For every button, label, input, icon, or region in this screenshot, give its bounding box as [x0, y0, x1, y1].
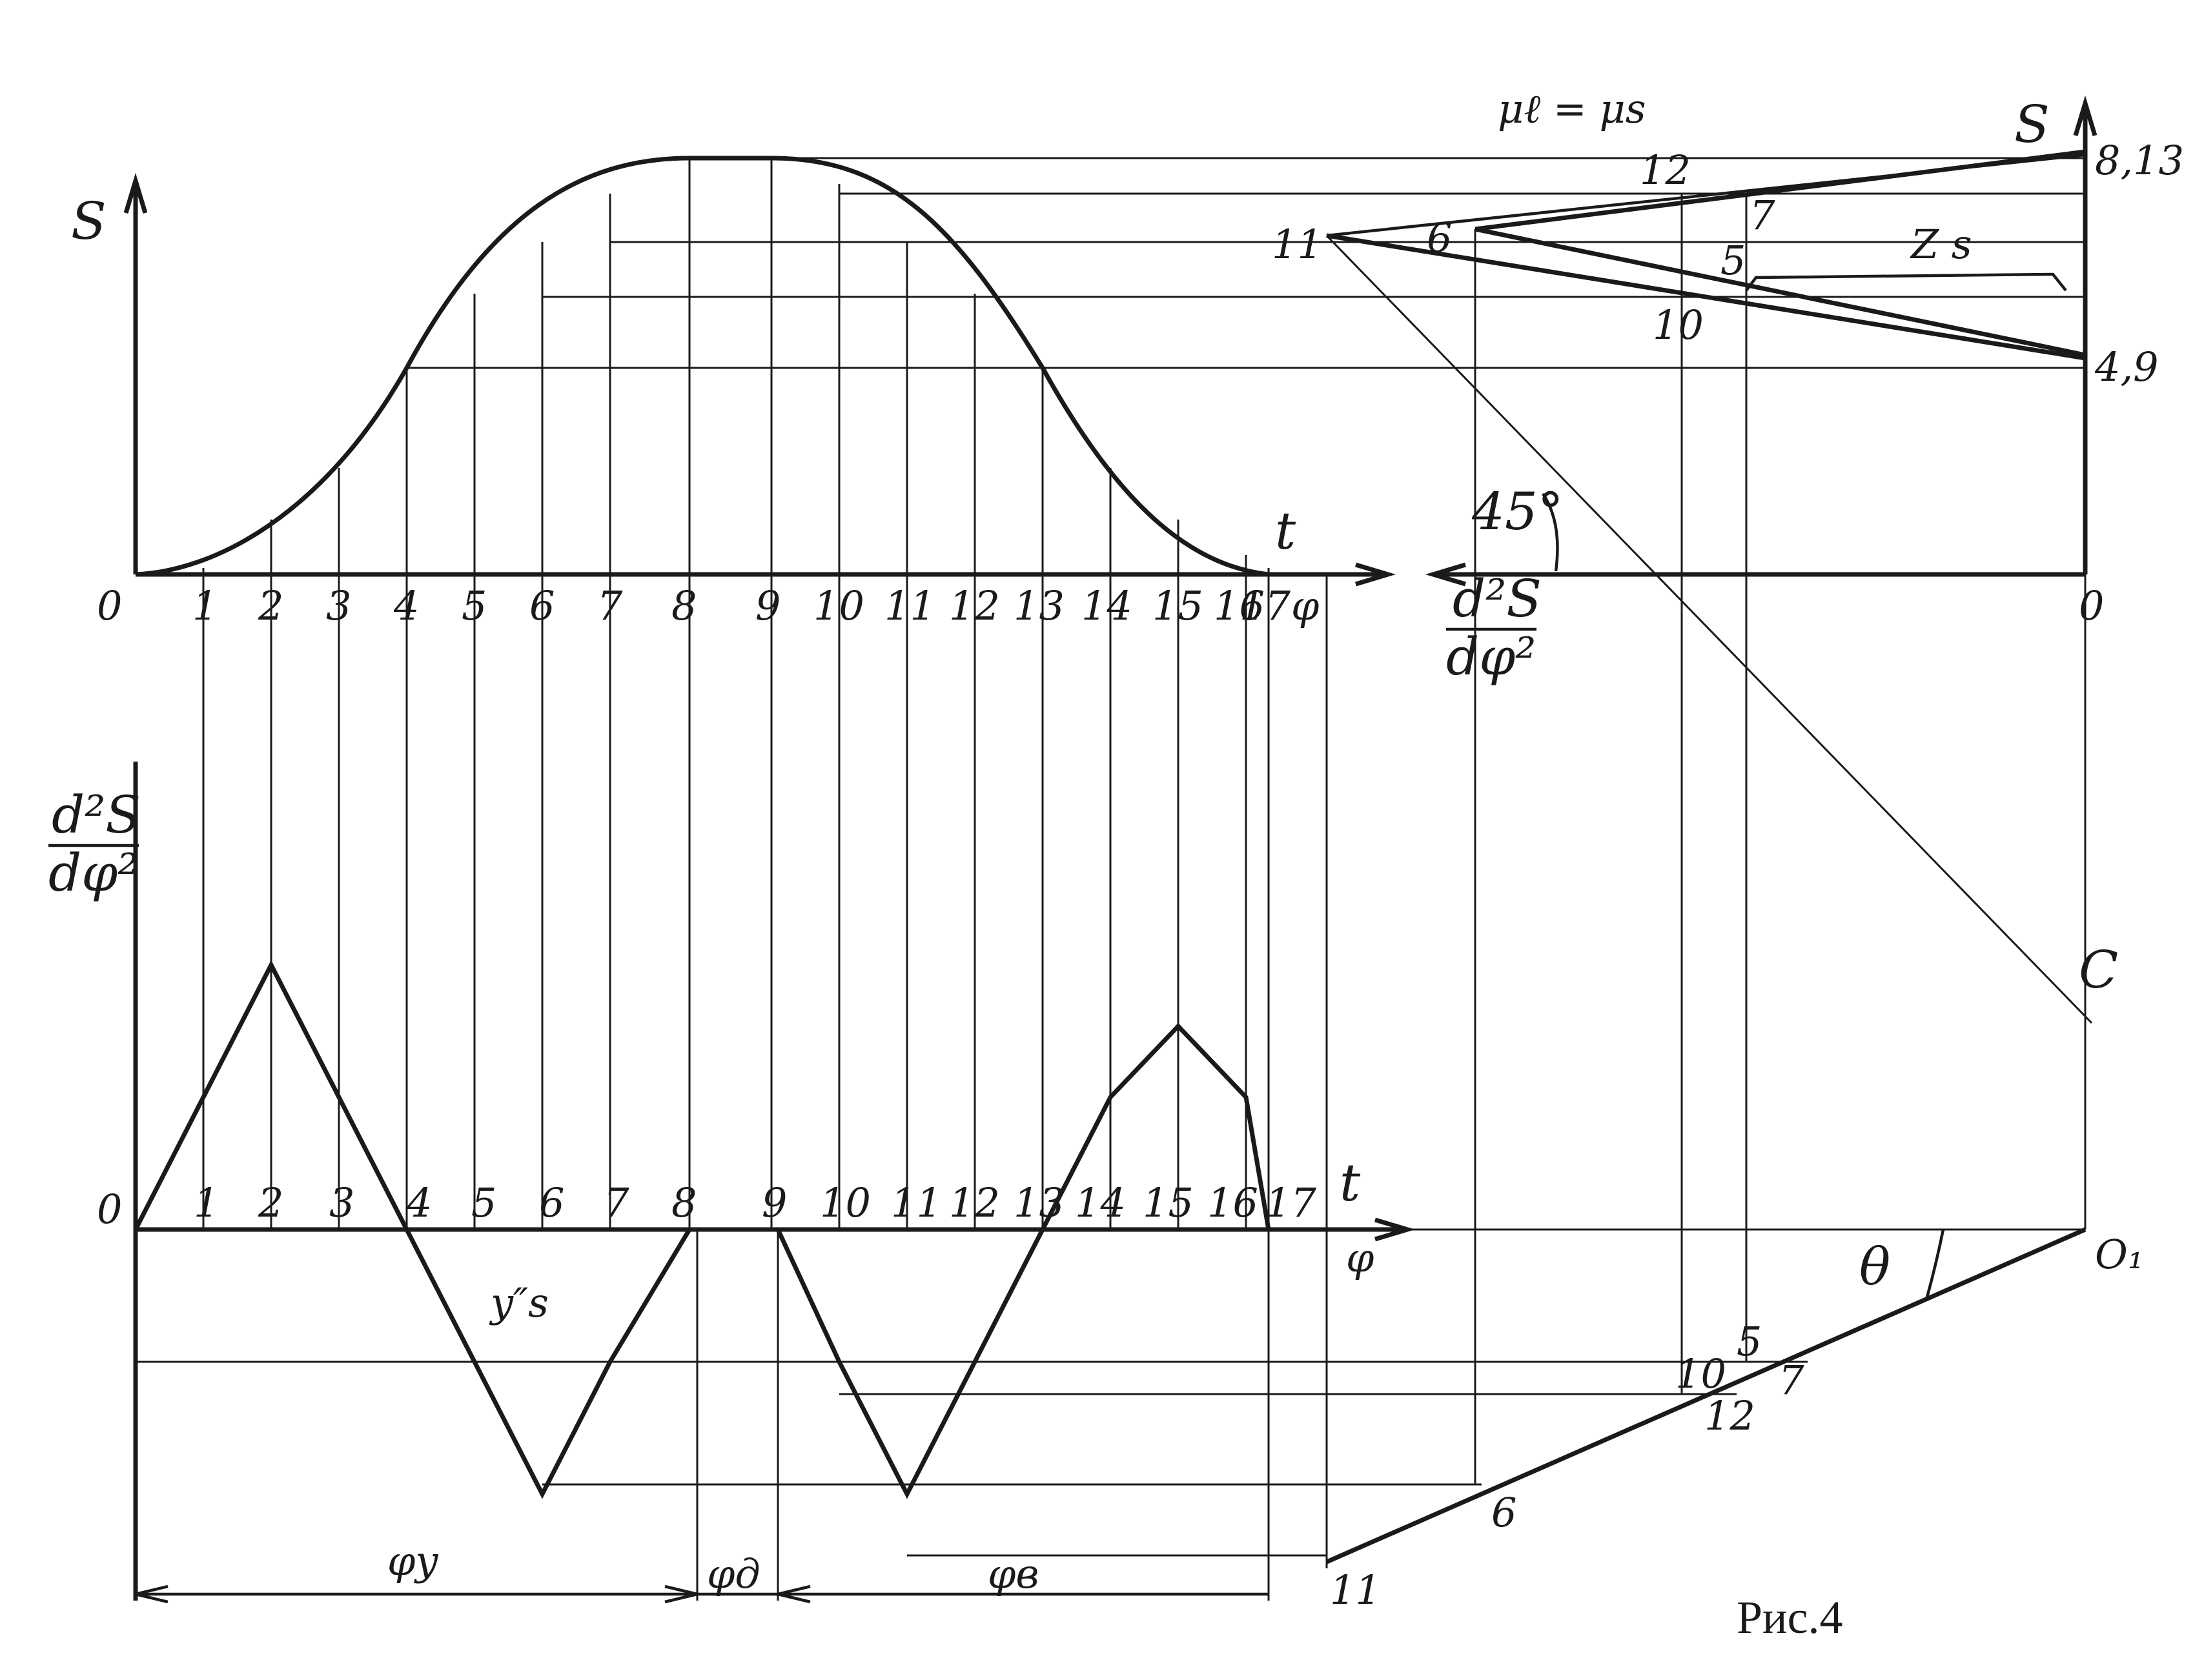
ticks-upper: 1 2 3 4 5 6 7 8 9 10 11 12 13 14 15 16 1… — [192, 582, 1291, 629]
tick-upper-12: 12 — [949, 582, 1000, 629]
angle45-arc — [1542, 492, 1559, 572]
tick-upper-15: 15 — [1152, 582, 1203, 629]
tick-upper-3: 3 — [326, 582, 351, 629]
lower-projection-lines — [136, 1361, 1808, 1557]
acceleration-diagram — [133, 960, 692, 1499]
tick-lower-4: 4 — [406, 1179, 432, 1226]
tick-lower-2: 2 — [258, 1179, 283, 1226]
point-c-label: C — [2079, 940, 2118, 1000]
right-4-9-label: 4,9 — [2094, 343, 2159, 390]
ray-11-label: 11 — [1330, 1566, 1381, 1614]
tick-upper-17: 17 — [1240, 582, 1291, 629]
phi-lower-label: φ — [1346, 1234, 1374, 1281]
ray-6-8-13 — [1474, 149, 2086, 232]
origin-right-label: 0 — [2079, 582, 2104, 629]
d2s-num-label: d²S — [52, 785, 141, 845]
tick-upper-10: 10 — [813, 582, 864, 629]
ray-12-label: 12 — [1704, 1392, 1755, 1439]
ray-11-4-9 — [1326, 233, 2086, 361]
theta-arc — [1925, 1229, 1945, 1298]
tick-lower-7: 7 — [604, 1179, 629, 1226]
acceleration-diagram-part2 — [775, 1022, 1271, 1499]
tick-upper-6: 6 — [529, 582, 555, 629]
s-axis-arrow — [123, 172, 148, 214]
tick-lower-8: 8 — [671, 1179, 697, 1226]
point-10-label: 10 — [1653, 301, 1704, 349]
diag-45 — [1325, 234, 2093, 1024]
tick-upper-8: 8 — [671, 582, 697, 629]
tick-upper-16: 16 — [1214, 582, 1265, 629]
point-12-label: 12 — [1640, 147, 1691, 194]
ray-10-label: 10 — [1675, 1350, 1726, 1397]
tick-lower-3: 3 — [329, 1179, 354, 1226]
ticks-lower: 1 2 3 4 5 6 7 8 9 10 11 12 13 14 15 16 1… — [194, 1179, 1316, 1226]
tick-lower-10: 10 — [820, 1179, 871, 1226]
tick-upper-11: 11 — [884, 582, 935, 629]
tick-upper-2: 2 — [258, 582, 283, 629]
s-curve — [135, 156, 1269, 577]
point-6-label: 6 — [1427, 214, 1452, 261]
phi-d-label: φд — [707, 1550, 760, 1597]
tick-upper-7: 7 — [597, 582, 623, 629]
angle-45-label: 45° — [1471, 481, 1564, 541]
tick-lower-1: 1 — [194, 1179, 219, 1226]
point-5-label: 5 — [1720, 237, 1746, 284]
tick-lower-6: 6 — [539, 1179, 564, 1226]
o1-label: O₁ — [2095, 1231, 2144, 1278]
tick-lower-11: 11 — [891, 1179, 942, 1226]
s-projection-lines — [407, 157, 2085, 369]
s-axis-right-arrow — [2073, 95, 2097, 137]
phi-y-label: φу — [387, 1537, 438, 1584]
zs-label: Z s — [1910, 221, 1972, 268]
tick-upper-4: 4 — [393, 582, 419, 629]
s-right-label: S — [2014, 94, 2050, 154]
scale-label: μℓ = μs — [1498, 85, 1646, 132]
point-11-label: 11 — [1272, 221, 1323, 268]
tick-lower-14: 14 — [1075, 1179, 1126, 1226]
zs-bracket — [1745, 272, 2067, 292]
tick-lower-15: 15 — [1143, 1179, 1194, 1226]
axis-upper-right-arrow — [1425, 562, 1467, 587]
d2s-mid-num-label: d²S — [1453, 569, 1542, 629]
origin-lower-label: 0 — [97, 1186, 122, 1233]
tick-upper-14: 14 — [1081, 582, 1132, 629]
d2s-den-label: dφ² — [48, 843, 138, 903]
tick-upper-13: 13 — [1014, 582, 1065, 629]
figure-caption: Рис.4 — [1737, 1592, 1843, 1643]
ray-7-label: 7 — [1779, 1357, 1804, 1404]
ys-label: y″s — [489, 1279, 549, 1326]
theta-ray — [1325, 1227, 2087, 1564]
tick-lower-12: 12 — [949, 1179, 1000, 1226]
t-upper-label: t — [1275, 501, 1296, 561]
tick-lower-16: 16 — [1207, 1179, 1258, 1226]
tick-upper-1: 1 — [192, 582, 218, 629]
phi-upper-label: φ — [1291, 582, 1320, 629]
tick-upper-5: 5 — [462, 582, 487, 629]
theta-label: θ — [1859, 1237, 1890, 1297]
ray-6-4-9 — [1474, 227, 2086, 358]
vertical-gridlines — [202, 158, 1328, 1568]
tick-upper-9: 9 — [755, 582, 781, 629]
right-8-13-label: 8,13 — [2095, 137, 2184, 184]
tick-lower-9: 9 — [762, 1179, 787, 1226]
ray-5-label: 5 — [1737, 1318, 1762, 1365]
origin-upper-label: 0 — [97, 582, 122, 629]
point-7-label: 7 — [1750, 192, 1775, 239]
t-lower-label: t — [1340, 1153, 1361, 1213]
phi-axis-upper-arrow — [1354, 562, 1396, 587]
s-axis-label: S — [71, 191, 107, 251]
tick-lower-17: 17 — [1265, 1179, 1316, 1226]
tick-lower-5: 5 — [471, 1179, 496, 1226]
d2s-mid-den-label: dφ² — [1446, 627, 1536, 687]
dim-arrow-left — [135, 1584, 168, 1604]
ray-6-label: 6 — [1491, 1489, 1516, 1536]
phi-v-label: φв — [988, 1550, 1039, 1597]
